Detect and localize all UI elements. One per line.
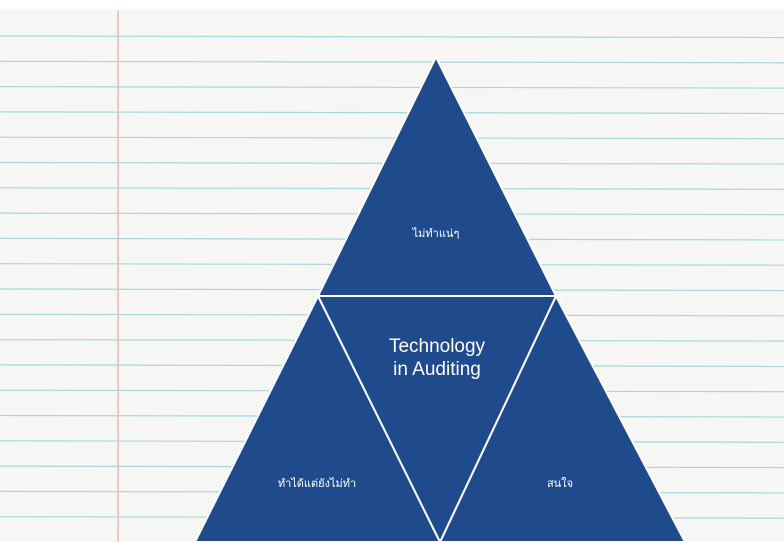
bottom-right-triangle-label: สนใจ <box>547 477 573 490</box>
center-title-line1: Technology <box>389 336 486 357</box>
ruled-line <box>0 136 784 140</box>
triangle-top <box>316 54 558 297</box>
top-white-border <box>0 0 784 10</box>
ruled-line <box>0 35 784 39</box>
ruled-line <box>0 85 784 89</box>
ruled-line <box>0 60 784 64</box>
ruled-line <box>0 111 784 115</box>
bottom-left-triangle-label: ทำได้แต่ยังไม่ทำ <box>278 477 356 490</box>
triangle-center-inverted <box>316 295 558 542</box>
center-title-line2: in Auditing <box>393 359 481 380</box>
top-triangle-label: ไม่ทำแน่ๆ <box>412 227 460 240</box>
